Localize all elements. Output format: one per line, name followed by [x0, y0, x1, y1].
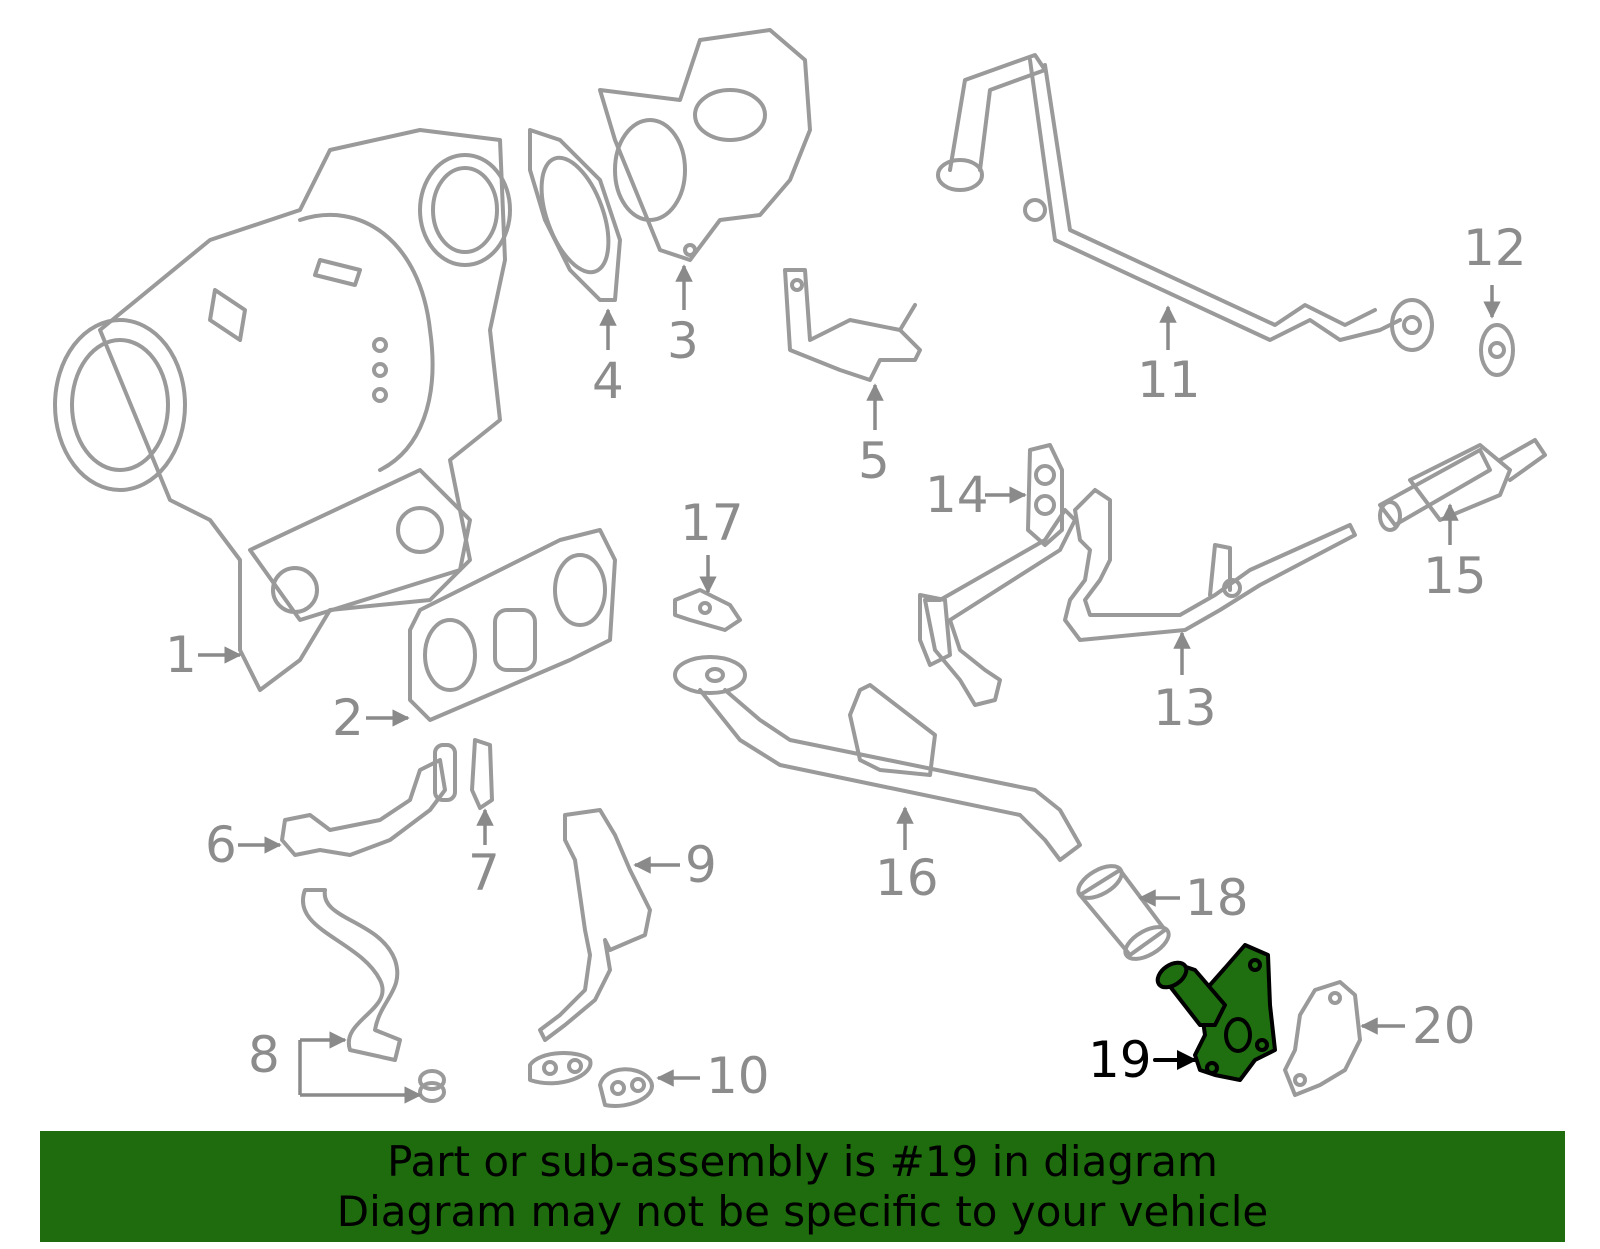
- part-4-gasket: [528, 128, 622, 302]
- callout-18: 18: [1138, 869, 1249, 927]
- part-12-seal: [1479, 323, 1515, 377]
- part-1-turbocharger: [53, 128, 512, 692]
- callout-8-label: 8: [248, 1026, 280, 1084]
- callout-10: 10: [656, 1047, 770, 1105]
- part-8-hose: [300, 888, 446, 1103]
- callout-20-label: 20: [1412, 997, 1476, 1055]
- callout-15-label: 15: [1423, 547, 1487, 605]
- callout-1-label: 1: [165, 626, 197, 684]
- part-19-flange-highlighted: [1155, 943, 1277, 1082]
- callout-20: 20: [1360, 997, 1476, 1055]
- callout-5-label: 5: [858, 432, 890, 490]
- callout-19: 19: [1088, 1031, 1197, 1089]
- callout-7: 7: [468, 808, 500, 902]
- callout-6-label: 6: [205, 816, 237, 874]
- callout-19-label: 19: [1088, 1031, 1152, 1089]
- callout-14-label: 14: [925, 466, 989, 524]
- callout-4-label: 4: [592, 352, 624, 410]
- callout-14: 14: [925, 466, 1027, 524]
- callout-8: 8: [248, 1026, 422, 1104]
- callout-18-label: 18: [1185, 869, 1249, 927]
- callout-9-label: 9: [685, 836, 717, 894]
- part-10-gasket: [598, 1067, 654, 1108]
- callout-10-label: 10: [706, 1047, 770, 1105]
- callout-6: 6: [205, 816, 282, 874]
- part-3-actuator: [598, 28, 812, 262]
- callout-5: 5: [858, 383, 890, 490]
- banner-line-1: Part or sub-assembly is #19 in diagram: [387, 1137, 1218, 1186]
- banner-line-2: Diagram may not be specific to your vehi…: [336, 1187, 1269, 1236]
- callout-13-label: 13: [1153, 679, 1217, 737]
- callout-2: 2: [332, 689, 410, 747]
- part-20-gasket: [1283, 980, 1362, 1097]
- callout-2-label: 2: [332, 689, 364, 747]
- callout-3: 3: [667, 264, 699, 370]
- part-17-gasket: [673, 588, 742, 632]
- callout-17: 17: [680, 494, 744, 594]
- part-15-tube: [1378, 438, 1547, 532]
- part-6-line: [280, 743, 457, 857]
- callout-16-label: 16: [875, 849, 939, 907]
- part-pipe-bracket: [918, 508, 1077, 707]
- callout-11-label: 11: [1137, 351, 1201, 409]
- part-16-pipe: [673, 655, 1082, 862]
- callout-15: 15: [1423, 503, 1487, 605]
- part-13-pipe: [1063, 488, 1357, 642]
- part-2-gasket: [408, 528, 617, 722]
- part-9-line: [528, 808, 652, 1086]
- callout-9: 9: [633, 836, 717, 894]
- part-5-bracket: [783, 268, 922, 382]
- callout-4: 4: [592, 308, 624, 410]
- callout-3-label: 3: [667, 312, 699, 370]
- callout-12-label: 12: [1463, 219, 1527, 277]
- part-18-hose: [1076, 864, 1171, 961]
- callout-11: 11: [1137, 305, 1201, 409]
- callout-7-label: 7: [468, 844, 500, 902]
- callout-13: 13: [1153, 631, 1217, 737]
- callout-16: 16: [875, 806, 939, 907]
- callout-12: 12: [1463, 219, 1527, 319]
- part-7-plate: [470, 738, 494, 810]
- part-11-pipe: [936, 53, 1434, 352]
- callout-17-label: 17: [680, 494, 744, 552]
- part-14-gasket: [1026, 443, 1064, 547]
- callout-1: 1: [165, 626, 242, 684]
- info-banner: Part or sub-assembly is #19 in diagram D…: [40, 1131, 1565, 1242]
